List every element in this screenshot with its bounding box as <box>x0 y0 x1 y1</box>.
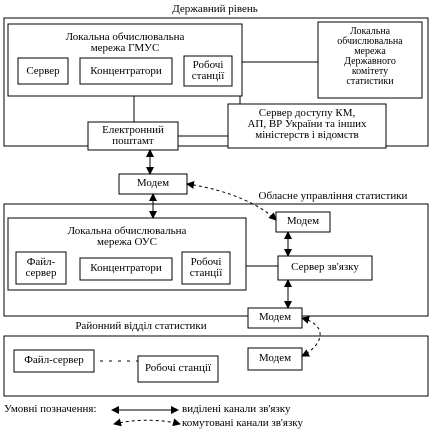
district-file-server-label: Файл-сервер <box>24 354 84 366</box>
district-workstations-label: Робочі станції <box>144 362 212 374</box>
state-committee-line1: Локальна <box>349 26 391 37</box>
access-server-line3: міністерств і відомств <box>255 129 359 141</box>
state-committee-label: Локальна обчислювальна мережа Державного… <box>318 27 422 87</box>
gmus-ws-line2: станції <box>191 70 225 82</box>
legend-switched-label: комутовані канали зв'язку <box>182 417 303 429</box>
regional-modem-right-box <box>275 211 331 233</box>
switched-link-regional-district <box>301 316 321 357</box>
ous-hubs-box <box>79 257 173 281</box>
legend-dedicated-label: виділені канали зв'язку <box>182 403 291 415</box>
district-level-frame <box>3 335 429 397</box>
state-committee-line3: мережа <box>354 46 386 57</box>
gmus-title-line2: мережа ГМУС <box>90 42 160 54</box>
ous-workstations-box <box>181 251 231 285</box>
district-workstations-box <box>137 355 219 383</box>
post-office-box <box>87 121 179 151</box>
ous-file-server-label: Файл- сервер <box>16 257 66 279</box>
state-committee-box <box>317 21 423 99</box>
gmus-hubs-box <box>79 57 173 85</box>
access-server-line2: АП, ВР України та інших <box>247 118 367 130</box>
district-file-server-box <box>13 349 95 373</box>
ous-ws-line2: станції <box>189 267 223 279</box>
legend-title: Умовні позначення: <box>4 403 97 415</box>
ous-hubs-label: Концентратори <box>90 262 162 274</box>
post-office-label: Електронний поштамт <box>88 125 178 147</box>
state-committee-line4: Державного <box>344 56 396 67</box>
gmus-server-label: Сервер <box>26 65 60 77</box>
ous-title-line2: мережа ОУС <box>97 236 157 248</box>
regional-level-title: Обласне управління статистики <box>258 190 408 202</box>
regional-modem-right-label: Модем <box>286 215 320 227</box>
regional-modem-bottom-label: Модем <box>258 311 292 323</box>
ous-file-server-line2: сервер <box>25 267 57 279</box>
ous-title: Локальна обчислювальна мережа ОУС <box>8 226 246 248</box>
comm-server-box <box>277 255 373 281</box>
gmus-title: Локальна обчислювальна мережа ГМУС <box>8 32 242 54</box>
post-office-line1: Електронний <box>102 124 164 136</box>
state-modem-label: Модем <box>136 177 170 189</box>
gmus-hubs-label: Концентратори <box>90 65 162 77</box>
gmus-title-line1: Локальна обчислювальна <box>65 31 185 43</box>
gmus-server-box <box>17 57 69 85</box>
comm-server-label: Сервер зв'язку <box>291 261 359 273</box>
legend-switched-line <box>113 418 181 427</box>
ous-file-server-box <box>15 251 67 285</box>
state-level-title: Державний рівень <box>172 3 258 15</box>
district-modem-label: Модем <box>258 352 292 364</box>
state-committee-line6: статистики <box>346 76 394 87</box>
ous-file-server-line1: Файл- <box>26 256 56 268</box>
gmus-ws-label: Робочі станції <box>184 60 232 82</box>
state-level-frame <box>3 17 429 147</box>
access-server-line1: Сервер доступу КМ, <box>258 107 356 119</box>
ous-ws-line1: Робочі <box>190 256 222 268</box>
switched-link-state-regional <box>186 181 277 221</box>
gmus-ws-line1: Робочі <box>192 59 224 71</box>
gmus-lan-box <box>7 23 243 97</box>
access-server-box <box>227 103 387 149</box>
access-server-label: Сервер доступу КМ, АП, ВР України та інш… <box>228 108 386 141</box>
district-level-title: Районний відділ статистики <box>75 320 207 332</box>
gmus-workstations-box <box>183 55 233 87</box>
ous-lan-box <box>7 217 247 291</box>
state-committee-line5: комітету <box>351 66 389 77</box>
district-modem-box <box>247 347 303 371</box>
post-office-line2: поштамт <box>112 135 154 147</box>
state-committee-line2: обчислювальна <box>337 36 403 47</box>
ous-title-line1: Локальна обчислювальна <box>67 225 187 237</box>
ous-ws-label: Робочі станції <box>182 257 230 279</box>
